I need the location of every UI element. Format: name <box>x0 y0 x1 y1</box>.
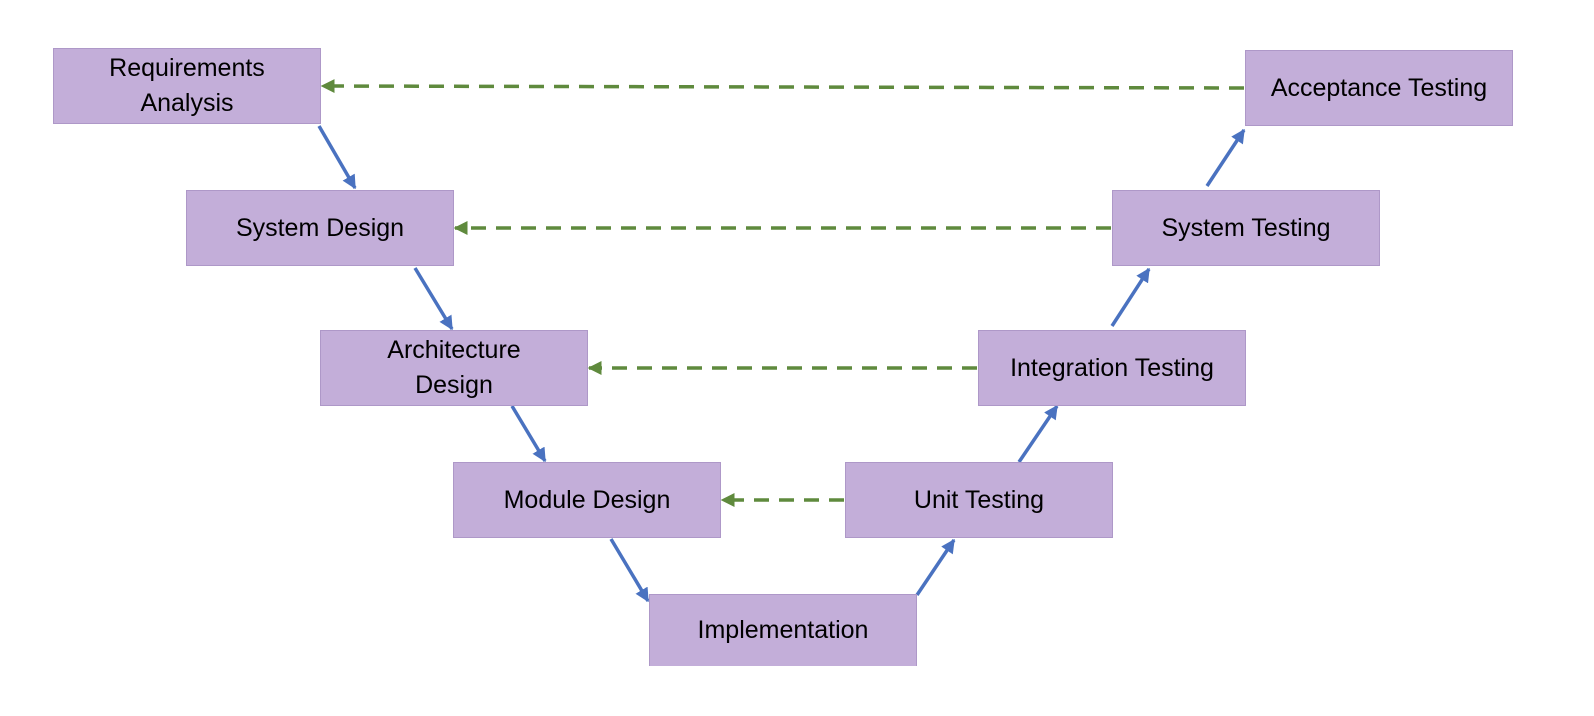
node-label: Integration Testing <box>1010 353 1214 382</box>
flow-arrow-unit-to-integration <box>1017 404 1059 463</box>
flow-arrow-integration-to-system-testing <box>1110 267 1151 327</box>
flow-arrow-implementation-to-unit <box>915 538 956 596</box>
flow-arrow-module-to-implementation <box>609 538 650 603</box>
verification-arrow-acceptance-to-requirements <box>320 79 1245 94</box>
node-unit-testing: Unit Testing <box>845 462 1113 538</box>
flow-arrow-requirements-to-system-design <box>317 125 357 190</box>
node-label: Acceptance Testing <box>1270 73 1488 102</box>
node-system-testing: System Testing <box>1112 190 1380 266</box>
flow-arrow-architecture-to-module <box>510 405 547 463</box>
flow-arrow-system-testing-to-acceptance <box>1205 128 1246 187</box>
flow-arrow-system-design-to-architecture <box>413 267 454 331</box>
node-label: Architecture Design <box>387 336 521 399</box>
node-module-design: Module Design <box>453 462 721 538</box>
node-label: Module Design <box>503 485 671 514</box>
node-label: System Testing <box>1161 213 1331 242</box>
node-integration-testing: Integration Testing <box>978 330 1246 406</box>
node-label: System Design <box>235 213 405 242</box>
node-label: Requirements Analysis <box>109 54 265 117</box>
node-implementation: Implementation <box>649 594 917 666</box>
node-acceptance-testing: Acceptance Testing <box>1245 50 1513 126</box>
node-architecture-design: Architecture Design <box>320 330 588 406</box>
node-label: Implementation <box>697 616 869 644</box>
node-label: Unit Testing <box>913 485 1045 514</box>
node-system-design: System Design <box>186 190 454 266</box>
node-requirements-analysis: Requirements Analysis <box>53 48 321 124</box>
